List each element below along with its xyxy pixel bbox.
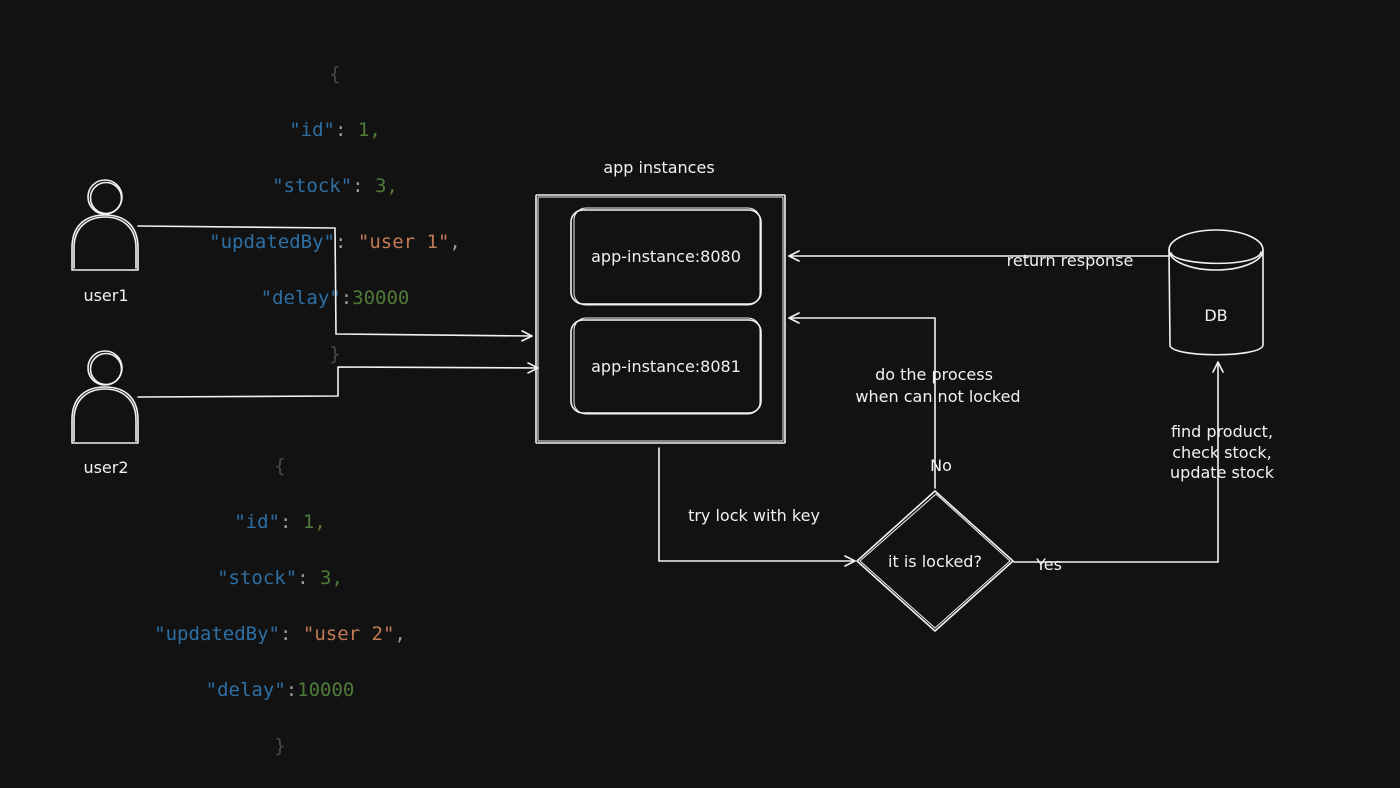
yes-branch-label: check stock,	[1172, 443, 1271, 462]
json-brace-open: {	[274, 455, 286, 477]
json-line-delay: "delay":30000	[260, 287, 410, 309]
try-lock-label: try lock with key	[688, 506, 820, 525]
yes-branch-label: update stock	[1170, 463, 1275, 482]
app-instance-label: app-instance:8080	[591, 247, 741, 266]
database-icon	[1168, 229, 1264, 356]
user-icon	[71, 179, 139, 271]
return-response-label: return response	[1007, 251, 1134, 270]
edge-try-lock	[658, 447, 856, 567]
json-brace-close: }	[329, 343, 341, 365]
app-instances-container	[535, 194, 786, 444]
app-instance-box	[570, 209, 762, 305]
diagram-canvas: user1 user2 app instances app-instance:8…	[71, 158, 1275, 632]
decision-label: it is locked?	[888, 552, 982, 571]
user-icon	[71, 350, 139, 444]
no-branch-label: do the process	[875, 365, 993, 384]
request-json-user1: { "id": 1, "stock": 3, "updatedBy": "use…	[200, 32, 470, 396]
user2-label: user2	[83, 458, 128, 477]
app-instance-label: app-instance:8081	[591, 357, 741, 376]
decision-no-label: No	[930, 456, 952, 475]
decision-yes-label: Yes	[1035, 555, 1062, 574]
decision-diamond	[856, 490, 1014, 632]
json-line-updatedby: "updatedBy": "user 1",	[209, 231, 461, 253]
app-instances-title: app instances	[603, 158, 714, 177]
app-instance-box	[570, 319, 762, 414]
json-line-updatedby: "updatedBy": "user 2",	[154, 623, 406, 645]
json-line-stock: "stock": 3,	[272, 175, 398, 197]
json-line-stock: "stock": 3,	[217, 567, 343, 589]
db-label: DB	[1204, 306, 1227, 325]
yes-branch-label: find product,	[1171, 422, 1273, 441]
edge-user1-to-apps	[137, 225, 533, 342]
user1-label: user1	[83, 286, 128, 305]
request-json-user2: { "id": 1, "stock": 3, "updatedBy": "use…	[145, 424, 415, 788]
json-brace-open: {	[329, 63, 341, 85]
no-branch-label: when can not locked	[855, 387, 1020, 406]
json-brace-close: }	[274, 735, 286, 757]
json-line-id: "id": 1,	[234, 511, 326, 533]
edge-user2-to-apps	[137, 362, 539, 398]
json-line-id: "id": 1,	[289, 119, 381, 141]
edge-no-branch	[788, 312, 936, 489]
edge-yes-branch	[1013, 361, 1224, 563]
json-line-delay: "delay":10000	[205, 679, 355, 701]
